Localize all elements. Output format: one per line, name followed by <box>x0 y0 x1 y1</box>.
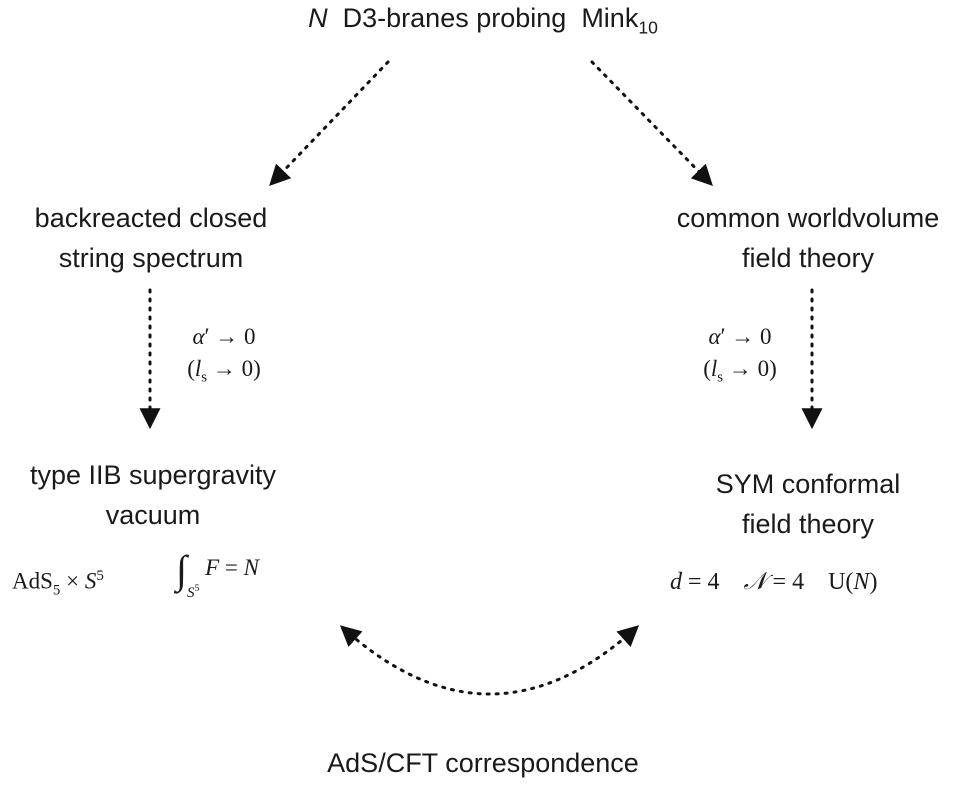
left-limit-ls: (ls → 0) <box>187 356 261 386</box>
top-mink: Mink <box>581 3 639 33</box>
left-bottom-line1: type IIB supergravity <box>29 460 277 490</box>
right-bottom-line2: field theory <box>741 509 875 539</box>
right-limit-ls: (ls → 0) <box>703 356 777 386</box>
bottom-text: AdS/CFT correspondence <box>327 748 639 778</box>
bottom-label: AdS/CFT correspondence <box>0 743 966 783</box>
arrow-top-left <box>269 60 390 187</box>
top-n-symbol: N <box>308 3 328 33</box>
top-mink-sub: 10 <box>638 17 658 38</box>
integral-sign: ∫ <box>176 547 187 592</box>
right-bottom-line1: SYM conformal <box>715 469 901 499</box>
ads-s5-formula: AdS5 × S5 <box>12 568 104 599</box>
arrow-top-right <box>590 60 713 187</box>
integral-domain: S5 <box>186 583 200 601</box>
left-limit-alpha: α′ → 0 <box>192 324 256 349</box>
right-limit: α′ → 0 (ls → 0) <box>688 321 792 394</box>
right-top-line1: common worldvolume <box>676 203 940 233</box>
right-bottom-label: SYM conformal field theory <box>650 464 966 544</box>
right-top-line2: field theory <box>741 243 875 273</box>
right-top-label: common worldvolume field theory <box>650 198 966 278</box>
arrow-ads-cft <box>339 625 640 696</box>
left-top-line1: backreacted closed <box>34 203 268 233</box>
flux-formula: ∫S5 F = N <box>176 547 259 602</box>
sym-formula: d = 4 𝒩 = 4 U(N) <box>670 569 878 595</box>
right-limit-alpha: α′ → 0 <box>708 324 772 349</box>
top-label: N D3-branes probing Mink10 <box>0 0 966 47</box>
left-bottom-label: type IIB supergravity vacuum <box>0 455 306 535</box>
left-top-label: backreacted closed string spectrum <box>0 198 302 278</box>
left-top-line2: string spectrum <box>58 243 244 273</box>
top-text: D3-branes probing <box>342 3 567 33</box>
left-bottom-line2: vacuum <box>105 500 201 530</box>
left-limit: α′ → 0 (ls → 0) <box>172 321 276 394</box>
